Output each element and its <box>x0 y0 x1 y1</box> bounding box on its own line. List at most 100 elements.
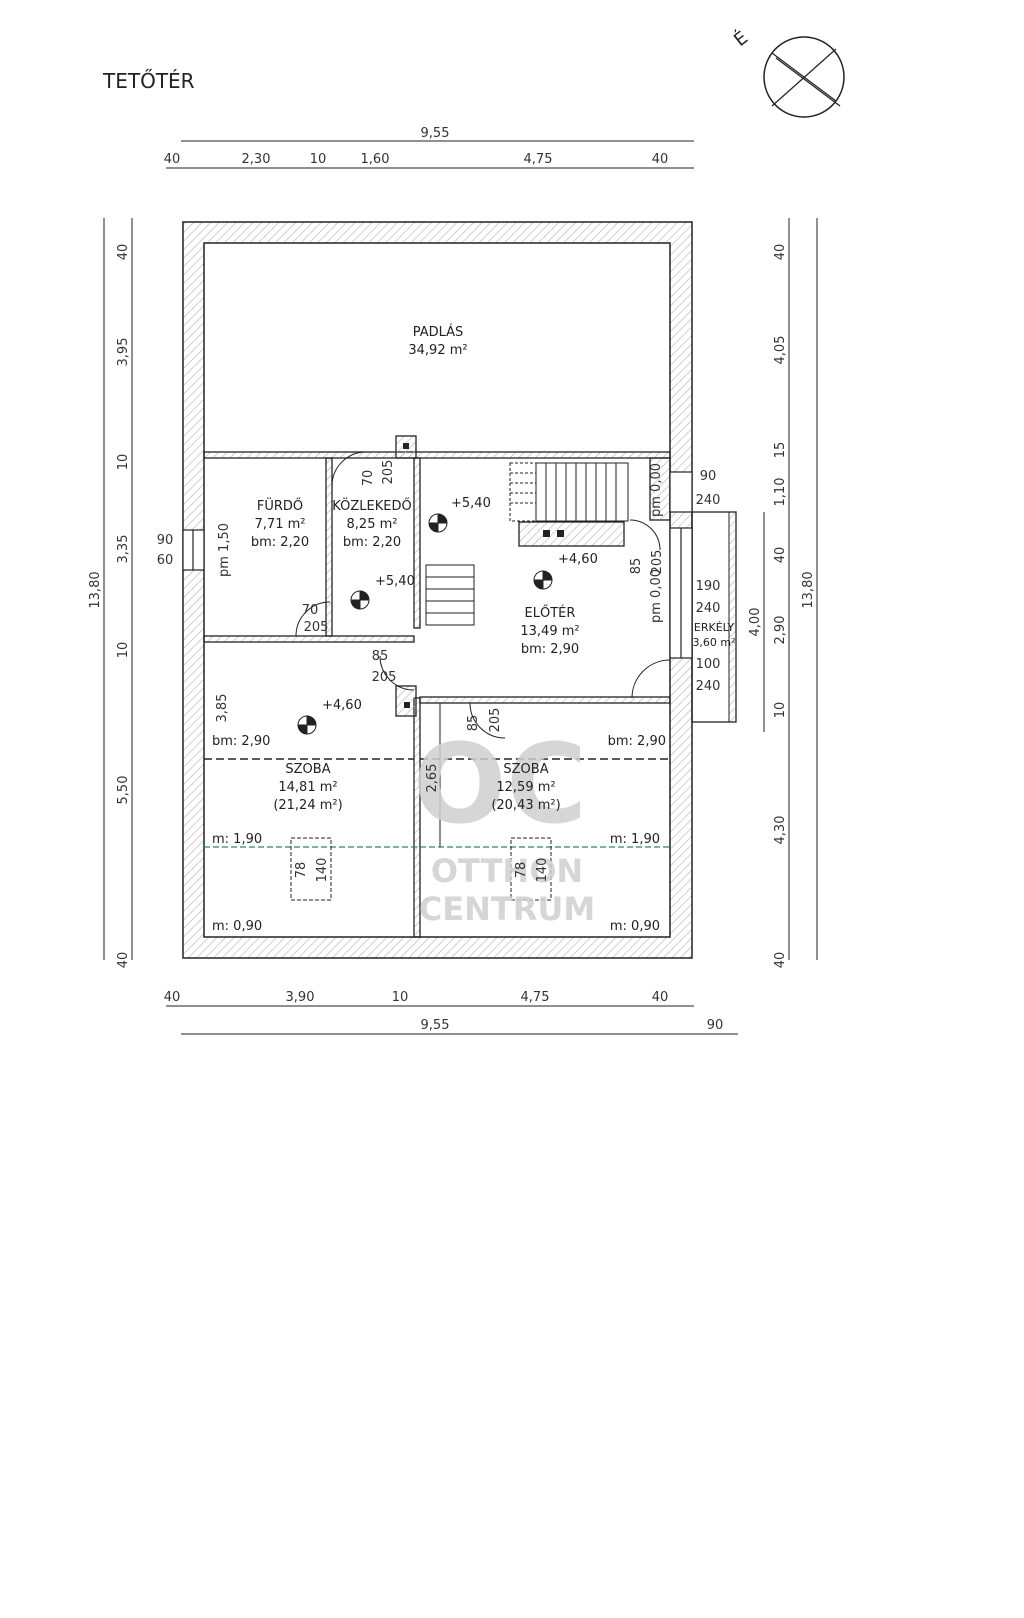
bottom-dimensions: 40 3,90 10 4,75 40 9,55 90 <box>164 990 724 1033</box>
dim-left-total: 13,80 <box>88 571 103 608</box>
window-label: 240 <box>696 679 721 694</box>
north-label: É <box>730 27 753 51</box>
window-label: 190 <box>696 579 721 594</box>
room-erkely-name: ERKÉLY <box>694 621 734 634</box>
window-labels: 90 60 90 240 190 240 100 240 pm 1,50 pm … <box>157 463 721 882</box>
dim-balcony: 4,00 <box>748 608 763 637</box>
room-eloter-height: bm: 2,90 <box>521 642 579 657</box>
dim-right-part: 1,10 <box>773 478 788 507</box>
doors <box>295 451 671 739</box>
level-label: +4,60 <box>558 552 598 567</box>
dim-left-part: 10 <box>116 454 131 471</box>
door-label: 205 <box>304 620 329 635</box>
room-furdo-area: 7,71 m² <box>255 517 306 532</box>
room-padlas-name: PADLÁS <box>413 324 464 340</box>
room-padlas-area: 34,92 m² <box>408 343 467 358</box>
dim-bottom-part: 4,75 <box>521 990 550 1005</box>
room-kozlekedo-name: KÖZLEKEDŐ <box>332 497 411 514</box>
dim-top-part: 10 <box>310 152 327 167</box>
right-dimensions: 13,80 40 4,05 15 1,10 40 2,90 10 4,30 40… <box>748 244 816 969</box>
dim-bottom-part: 3,90 <box>286 990 315 1005</box>
level-label: +4,60 <box>322 698 362 713</box>
dim-bottom-part: 40 <box>164 990 181 1005</box>
dim-top-part: 4,75 <box>524 152 553 167</box>
door-label: 70 <box>361 470 376 487</box>
plan-title: TETŐTÉR <box>102 69 195 93</box>
dim-bottom-extra: 90 <box>707 1018 724 1033</box>
dim-right-part: 40 <box>773 547 788 564</box>
window-label: 100 <box>696 657 721 672</box>
door-label: 205 <box>372 670 397 685</box>
window-label: 60 <box>157 553 174 568</box>
staircase <box>425 462 629 626</box>
room-furdo-height: bm: 2,20 <box>251 535 309 550</box>
door-labels: 70 205 70 205 85 205 85 205 85 205 <box>302 460 665 733</box>
inner-dimensions: 3,85 2,65 <box>215 694 440 793</box>
dim-left-part: 10 <box>116 642 131 659</box>
watermark-line1: OTTHON <box>431 852 583 890</box>
dim-left-part: 5,50 <box>116 776 131 805</box>
window-label: 90 <box>157 533 174 548</box>
dim-right-part: 15 <box>773 442 788 459</box>
dim-right-total: 13,80 <box>801 571 816 608</box>
dim-right-part: 2,90 <box>773 616 788 645</box>
level-label: +5,40 <box>375 574 415 589</box>
door-label: 85 <box>466 715 481 732</box>
door-label: 205 <box>381 460 396 485</box>
skylight-label: 140 <box>315 858 330 883</box>
dim-top-total: 9,55 <box>421 126 450 141</box>
dim-right-part: 4,30 <box>773 816 788 845</box>
dim-right-part: 40 <box>773 952 788 969</box>
watermark: OC OTTHON CENTRUM <box>413 720 595 928</box>
door-label: 205 <box>488 708 503 733</box>
dim-right-part: 10 <box>773 702 788 719</box>
room-szoba1-bm: bm: 2,90 <box>212 734 270 749</box>
window-pm-label: pm 1,50 <box>217 523 232 577</box>
watermark-logo: OC <box>413 720 587 848</box>
skylight-label: 78 <box>514 862 529 879</box>
room-erkely-area: 3,60 m² <box>692 636 735 649</box>
level-label: +5,40 <box>451 496 491 511</box>
room-szoba2-area2: (20,43 m²) <box>491 798 560 813</box>
dim-bottom-total: 9,55 <box>421 1018 450 1033</box>
dim-szoba1-height: 3,85 <box>215 694 230 723</box>
dim-left-part: 40 <box>116 244 131 261</box>
room-kozlekedo-area: 8,25 m² <box>347 517 398 532</box>
north-compass: É <box>730 27 845 118</box>
left-dimensions: 13,80 40 3,95 10 3,35 10 5,50 40 <box>88 244 131 969</box>
room-szoba1-m2: m: 0,90 <box>212 919 262 934</box>
room-szoba1-name: SZOBA <box>285 762 330 777</box>
room-labels: PADLÁS 34,92 m² FÜRDŐ 7,71 m² bm: 2,20 K… <box>212 324 736 934</box>
dim-right-part: 40 <box>773 244 788 261</box>
door-label: 85 <box>629 558 644 575</box>
door-label: 70 <box>302 603 319 618</box>
dim-left-part: 40 <box>116 952 131 969</box>
dim-top-part: 1,60 <box>361 152 390 167</box>
watermark-line2: CENTRUM <box>419 890 595 928</box>
dim-right-part: 4,05 <box>773 336 788 365</box>
dim-top-part: 2,30 <box>242 152 271 167</box>
skylight-label: 140 <box>535 858 550 883</box>
room-szoba2-bm: bm: 2,90 <box>608 734 666 749</box>
window-label: 240 <box>696 601 721 616</box>
dim-left-part: 3,35 <box>116 535 131 564</box>
skylight-label: 78 <box>294 862 309 879</box>
room-eloter-area: 13,49 m² <box>520 624 579 639</box>
top-dimensions: 9,55 40 2,30 10 1,60 4,75 40 <box>164 126 669 167</box>
room-szoba1-area: 14,81 m² <box>278 780 337 795</box>
room-szoba1-area2: (21,24 m²) <box>273 798 342 813</box>
window-pm-label: pm 0,00 <box>649 463 664 517</box>
level-markers <box>297 513 553 735</box>
room-szoba2-name: SZOBA <box>503 762 548 777</box>
room-kozlekedo-height: bm: 2,20 <box>343 535 401 550</box>
room-szoba2-area: 12,59 m² <box>496 780 555 795</box>
dimension-lines <box>103 140 818 1035</box>
dim-top-part: 40 <box>164 152 181 167</box>
level-labels: +5,40 +5,40 +4,60 +4,60 <box>322 496 598 713</box>
dim-left-part: 3,95 <box>116 338 131 367</box>
dim-bottom-part: 10 <box>392 990 409 1005</box>
room-furdo-name: FÜRDŐ <box>257 497 303 514</box>
interior-walls <box>203 435 671 938</box>
window-label: 240 <box>696 493 721 508</box>
